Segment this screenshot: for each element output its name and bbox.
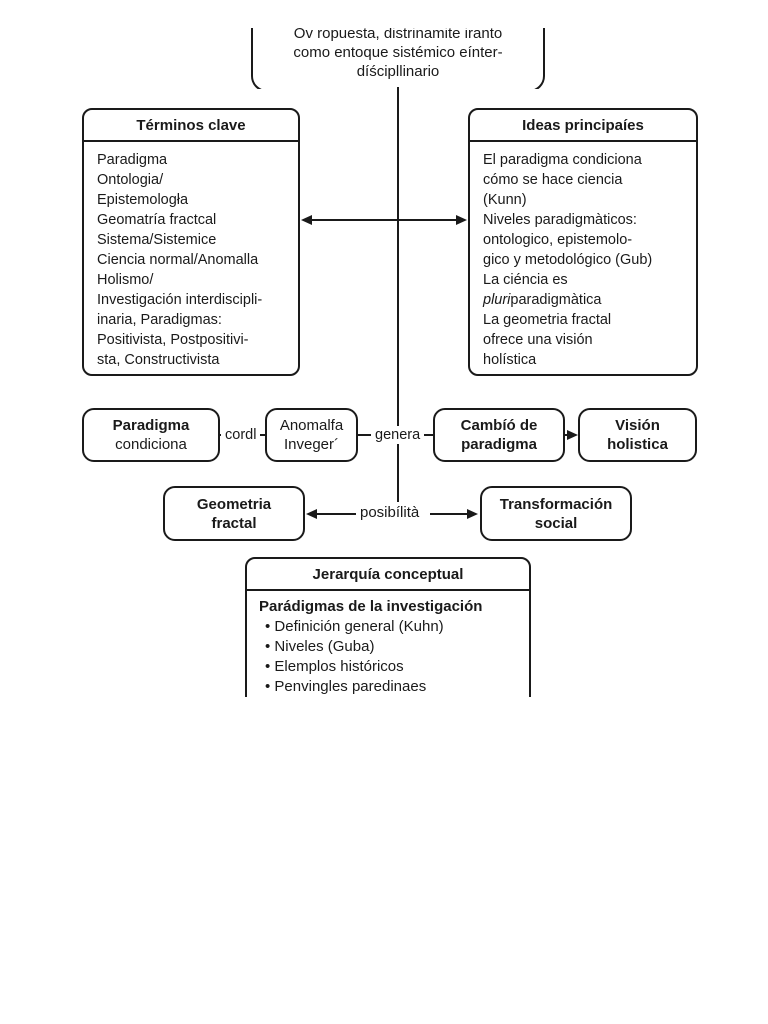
edge-label-cordl: cordl [221, 426, 261, 444]
terminos-clave-body: Paradigma Ontologia/ Epistemologła Geoma… [97, 152, 263, 368]
terminos-clave-panel: Términos clave Paradigma Ontologia/ Epis… [82, 108, 300, 376]
node-vision-holistica: Visión holistica [578, 408, 697, 462]
edge-posibilita-arrowhead-right [467, 509, 478, 519]
edge-label-genera: genera [371, 426, 425, 444]
node-vision-line1: Visión [615, 417, 660, 434]
central-vertical-connector [397, 87, 399, 502]
node-anomalia-line2: Inveger´ [283, 436, 340, 453]
top-proposal-clip: Ov ropuesta, distrinamite iranto como en… [251, 28, 545, 89]
jerarquia-body: Parádigmas de la investigación • Definic… [247, 591, 529, 697]
node-transformacion-line1: Transformación [499, 495, 613, 513]
edge-label-posibilita: posibílità [356, 504, 424, 522]
node-paradigma-line1: Paradigma [112, 417, 190, 434]
jerarquia-bullet: • Niveles (Guba) [265, 638, 375, 655]
edge-posibilita-left-shaft [314, 513, 360, 515]
ideas-principales-panel: Ideas principaíes El paradigma condicion… [468, 108, 698, 376]
node-geometria-fractal: Geometria fractal [163, 486, 305, 541]
jerarquia-heading: Parádigmas de la investigación [259, 598, 483, 615]
ideas-pluri-italic: pluri [483, 292, 511, 308]
node-cambio-line2: paradigma [461, 436, 537, 453]
jerarquia-panel: Jerarquía conceptual Parádigmas de la in… [245, 557, 531, 697]
node-cambio-paradigma: Cambíó de paradigma [433, 408, 565, 462]
terminos-clave-title: Términos clave [84, 110, 298, 142]
node-cambio-line1: Cambíó de [460, 417, 538, 434]
jerarquia-clip: Jerarquía conceptual Parádigmas de la in… [245, 557, 535, 697]
node-anomalia-line1: Anomalfa [279, 417, 344, 434]
top-proposal-text: Ov ropuesta, distrinamite iranto como en… [253, 28, 543, 89]
panels-link-arrowhead-right [456, 215, 467, 225]
node-geometria-line2: fractal [211, 514, 257, 532]
node-paradigma-condiciona: Paradigma condiciona [82, 408, 220, 462]
panels-link-arrowhead-left [301, 215, 312, 225]
ideas-principales-body: El paradigma condiciona cómo se hace cie… [470, 142, 696, 376]
node-transformacion-social: Transformación social [480, 486, 632, 541]
ideas-principales-title: Ideas principaíes [470, 110, 696, 142]
node-transformacion-line2: social [534, 514, 578, 532]
edge-posibilita-right-shaft [430, 513, 470, 515]
panels-link-shaft [308, 219, 460, 221]
ideas-pluri-rest: paradigmàtica [510, 292, 602, 308]
node-paradigma-line2: condiciona [115, 436, 187, 453]
node-anomalia: Anomalfa Inveger´ [265, 408, 358, 462]
jerarquia-bullet: • Definición general (Kuhn) [265, 618, 444, 635]
ideas-body-pre: El paradigma condiciona cómo se hace cie… [483, 152, 653, 288]
top-proposal-line-clipped: Ov ropuesta, distrinamite iranto [293, 28, 503, 42]
ideas-body-post: La geometria fractal ofrece una visión h… [483, 312, 612, 368]
node-geometria-line1: Geometria [196, 495, 272, 513]
top-proposal-box: Ov ropuesta, distrinamite iranto como en… [251, 28, 545, 89]
top-proposal-line2: como entoque sistémico eínter- [293, 44, 503, 61]
edge-cambio-vision-arrowhead [567, 430, 578, 440]
node-vision-line2: holistica [607, 436, 668, 453]
jerarquia-title: Jerarquía conceptual [247, 559, 529, 591]
jerarquia-bullet: • Elemplos históricos [265, 658, 404, 675]
top-proposal-line3: díścipllinario [356, 63, 440, 80]
jerarquia-bullet: • Penvingles paredinaes [265, 678, 427, 695]
edge-posibilita-arrowhead-left [306, 509, 317, 519]
